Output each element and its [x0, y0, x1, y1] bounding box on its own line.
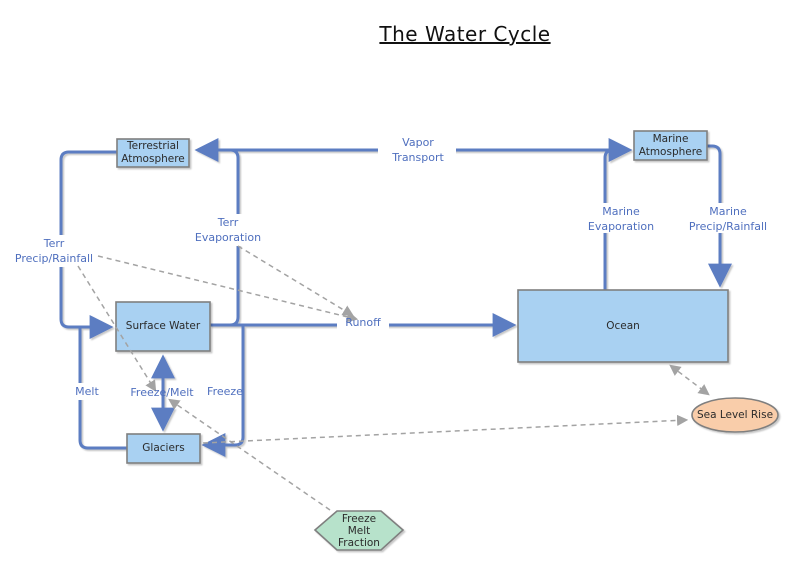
marine-evaporation-flow-line — [603, 148, 618, 290]
glaciers-to-sea-level-rise-dashed — [202, 414, 689, 444]
freeze-flow-line — [201, 325, 245, 457]
ocean-node[interactable] — [517, 289, 729, 363]
terr-precip-to-freeze-melt-dashed — [77, 265, 157, 392]
melt-label[interactable]: Melt — [75, 385, 99, 398]
marine-evap-label-mask — [582, 203, 660, 233]
surface-water-label: Surface Water — [125, 320, 201, 332]
marine-precip-label[interactable]: Marine Precip/Rainfall — [688, 205, 768, 233]
marine-precip-flow-line — [707, 144, 732, 288]
vapor-label-mask — [378, 134, 456, 164]
diagram-title: The Water Cycle — [379, 22, 551, 46]
freeze-label[interactable]: Freeze — [207, 385, 243, 398]
glaciers-label: Glaciers — [142, 442, 185, 454]
melt-flow-line — [78, 327, 127, 450]
freeze-melt-fraction-label: Freeze Melt Fraction — [338, 513, 380, 549]
vapor-transport-label[interactable]: Vapor Transport — [392, 136, 444, 164]
ocean-label: Ocean — [606, 319, 640, 332]
terr-evap-to-runoff-dashed — [237, 245, 354, 317]
marine-atmosphere-node[interactable] — [633, 130, 708, 161]
glaciers-node[interactable] — [126, 433, 201, 464]
runoff-label[interactable]: Runoff — [345, 316, 381, 329]
marine-atmosphere-label: Marine Atmosphere — [638, 132, 703, 158]
terr-evaporation-label[interactable]: Terr Evaporation — [194, 216, 262, 244]
marine-precip-label-mask — [682, 203, 774, 233]
sea-level-rise-label: Sea Level Rise — [696, 408, 774, 421]
marine-evaporation-label[interactable]: Marine Evaporation — [587, 205, 655, 233]
terr-evap-label-mask — [192, 214, 264, 246]
melt-label-mask — [68, 383, 106, 400]
freeze-melt-label[interactable]: Freeze/Melt — [130, 386, 194, 399]
surface-water-node[interactable] — [115, 301, 211, 352]
freeze-melt-fraction-node[interactable] — [313, 510, 405, 551]
terr-precip-label-mask — [8, 235, 100, 267]
terr-precip-label[interactable]: Terr Precip/Rainfall — [14, 237, 94, 265]
sea-level-rise-node[interactable] — [691, 397, 779, 433]
terrestrial-atmosphere-label: Terrestrial Atmosphere — [121, 140, 185, 165]
ocean-sea-level-rise-dashed — [669, 364, 710, 396]
terrestrial-atmosphere-node[interactable] — [116, 138, 190, 168]
